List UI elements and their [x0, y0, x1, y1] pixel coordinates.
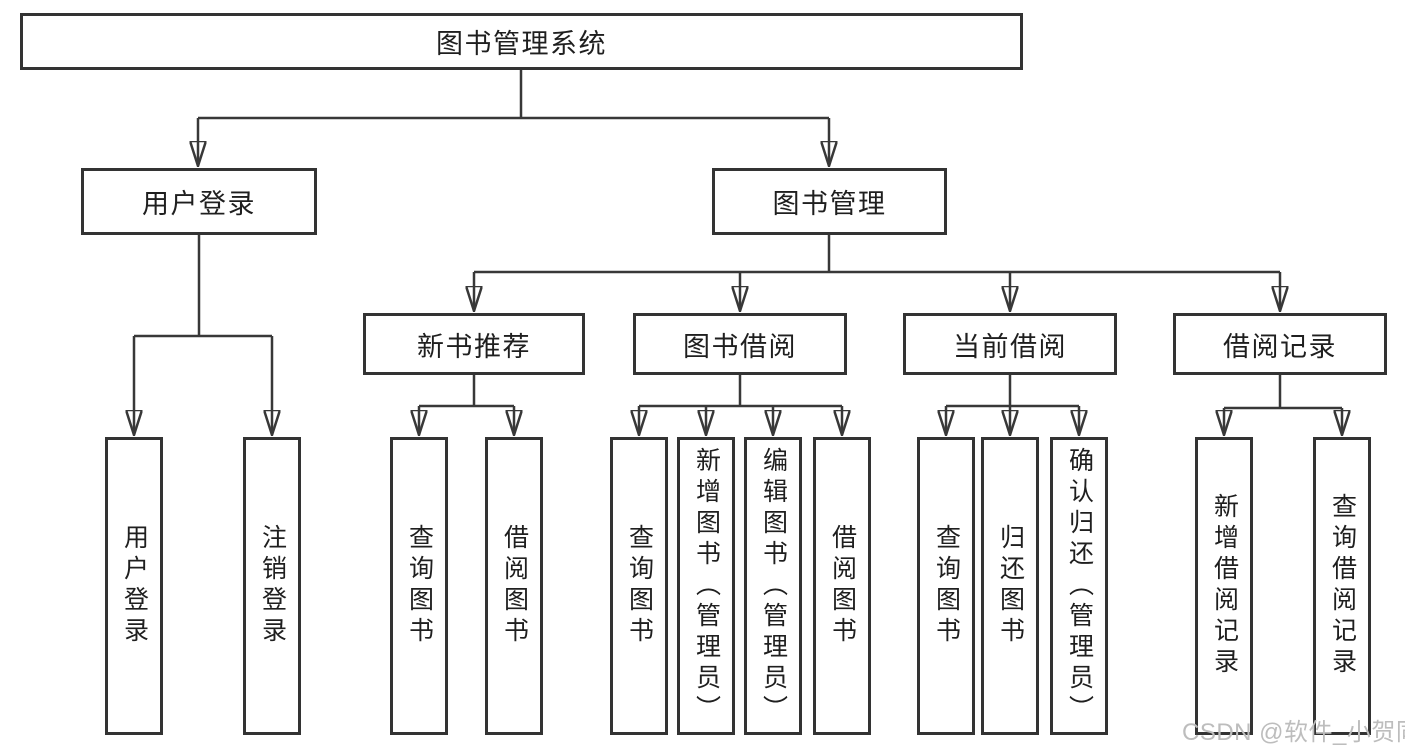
- leaf-user-login: 用户登录: [105, 437, 163, 735]
- node-new-books: 新书推荐: [363, 313, 585, 375]
- leaf-newbooks-borrow-label: 借阅图书: [500, 524, 529, 648]
- leaf-borrow-edit: 编辑图书（管理员）: [744, 437, 802, 735]
- leaf-records-query: 查询借阅记录: [1313, 437, 1371, 735]
- node-current-borrow-label: 当前借阅: [953, 331, 1067, 362]
- watermark: CSDN @软件_小贺同学: [1182, 719, 1405, 746]
- node-root-label: 图书管理系统: [436, 29, 607, 59]
- leaf-current-return: 归还图书: [981, 437, 1039, 735]
- connector-borrow-records-trunk: [1224, 375, 1342, 410]
- leaf-current-query: 查询图书: [917, 437, 975, 735]
- node-current-borrow: 当前借阅: [903, 313, 1117, 375]
- leaf-logout: 注销登录: [243, 437, 301, 735]
- leaf-newbooks-borrow: 借阅图书: [485, 437, 543, 735]
- leaf-borrow-query-label: 查询图书: [625, 524, 654, 648]
- connector-user-login-trunk: [134, 235, 272, 338]
- node-new-books-label: 新书推荐: [417, 331, 531, 362]
- node-book-management: 图书管理: [712, 168, 947, 235]
- leaf-records-add-label: 新增借阅记录: [1210, 493, 1239, 679]
- leaf-borrow-borrow-label: 借阅图书: [828, 524, 857, 648]
- connector-root-trunk: [198, 70, 829, 120]
- connector-book-mgmt-trunk: [474, 235, 1280, 274]
- leaf-borrow-edit-label: 编辑图书（管理员）: [759, 446, 788, 726]
- connector-new-books-trunk: [419, 375, 514, 408]
- node-borrow-records-label: 借阅记录: [1223, 331, 1337, 362]
- leaf-logout-label: 注销登录: [258, 524, 287, 648]
- node-borrow-records: 借阅记录: [1173, 313, 1387, 375]
- node-user-login: 用户登录: [81, 168, 317, 235]
- leaf-records-query-label: 查询借阅记录: [1328, 493, 1357, 679]
- leaf-current-confirm: 确认归还（管理员）: [1050, 437, 1108, 735]
- leaf-borrow-borrow: 借阅图书: [813, 437, 871, 735]
- connector-book-borrow-trunk: [639, 375, 842, 408]
- leaf-records-add: 新增借阅记录: [1195, 437, 1253, 735]
- leaf-borrow-query: 查询图书: [610, 437, 668, 735]
- leaf-user-login-label: 用户登录: [120, 524, 149, 648]
- leaf-newbooks-query: 查询图书: [390, 437, 448, 735]
- connector-current-borrow-trunk: [946, 375, 1079, 408]
- node-book-borrow: 图书借阅: [633, 313, 847, 375]
- node-book-management-label: 图书管理: [772, 189, 887, 219]
- leaf-current-query-label: 查询图书: [932, 524, 961, 648]
- leaf-borrow-add: 新增图书（管理员）: [677, 437, 735, 735]
- leaf-current-confirm-label: 确认归还（管理员）: [1065, 446, 1094, 726]
- node-user-login-label: 用户登录: [142, 189, 256, 219]
- node-book-borrow-label: 图书借阅: [683, 331, 797, 362]
- leaf-borrow-add-label: 新增图书（管理员）: [692, 446, 721, 726]
- node-root: 图书管理系统: [20, 13, 1023, 70]
- leaf-current-return-label: 归还图书: [996, 524, 1025, 648]
- leaf-newbooks-query-label: 查询图书: [405, 524, 434, 648]
